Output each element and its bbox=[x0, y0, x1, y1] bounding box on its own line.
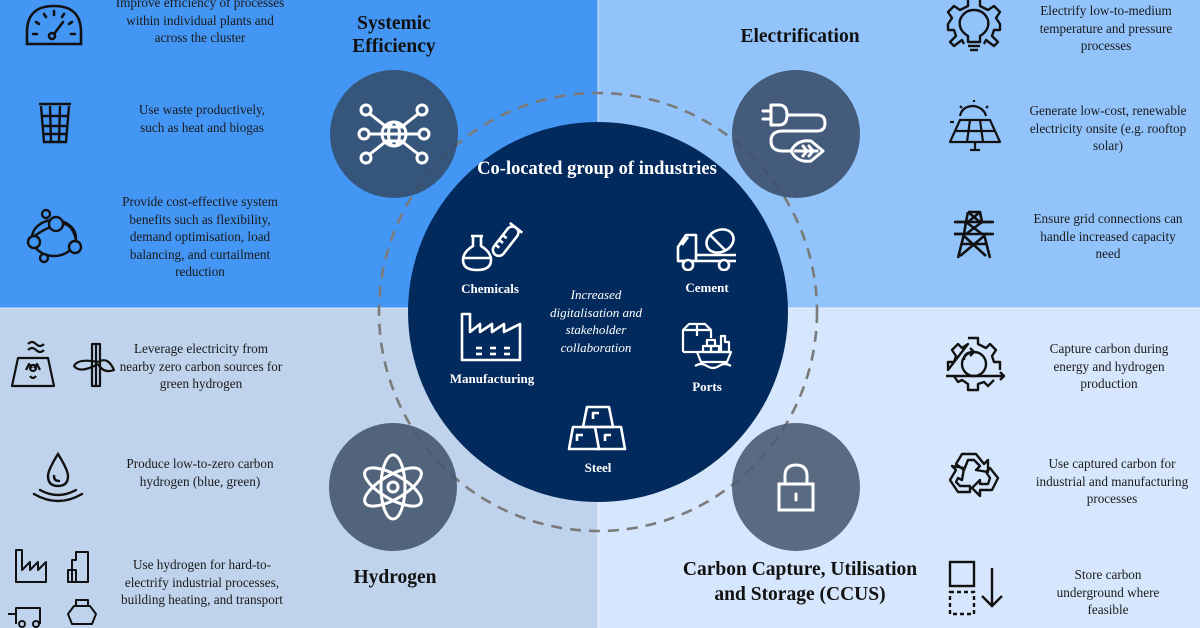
padlock-icon bbox=[777, 463, 815, 512]
plug-leaf-icon bbox=[761, 103, 827, 163]
industry-label: Manufacturing bbox=[449, 371, 535, 386]
atom-icon bbox=[363, 453, 423, 521]
ccus-item-2-text: Use captured carbon for industrial and m… bbox=[1035, 456, 1189, 506]
cargo-ship-icon bbox=[681, 322, 733, 370]
industry-transport-icon bbox=[8, 549, 97, 628]
industry-ports: Ports bbox=[672, 322, 742, 395]
industry-label: Chemicals bbox=[461, 281, 519, 296]
hydrogen-circle bbox=[329, 423, 457, 551]
systemic-item-1-text: Improve efficiency of processes within i… bbox=[115, 0, 285, 45]
recycle-icon bbox=[948, 452, 1000, 498]
systemic-efficiency-circle bbox=[330, 70, 458, 198]
electrification-item-3-text: Ensure grid connections can handle incre… bbox=[1033, 211, 1183, 261]
ccus-item-1-text: Capture carbon during energy and hydroge… bbox=[1049, 341, 1169, 391]
electrification-item-1-text: Electrify low-to-medium temperature and … bbox=[1039, 3, 1173, 53]
solar-panel-icon bbox=[948, 100, 1002, 152]
nuclear-wind-icon bbox=[10, 340, 116, 388]
network-globe-icon bbox=[357, 103, 431, 165]
hydrogen-item-3-text: Use hydrogen for hard-to-electrify indus… bbox=[121, 557, 283, 607]
steel-ingots-icon bbox=[567, 405, 627, 451]
pylon-icon bbox=[954, 210, 994, 259]
ccus-item-3-text: Store carbon underground where feasible bbox=[1056, 567, 1160, 617]
ccus-title: Carbon Capture, Utilisation and Storage … bbox=[682, 559, 918, 605]
electrification-circle bbox=[732, 70, 860, 198]
chemistry-flask-icon bbox=[461, 221, 524, 272]
industry-chemicals: Chemicals bbox=[450, 221, 530, 297]
hub-title: Co-located group of industries bbox=[477, 159, 717, 179]
gear-cycle-icon bbox=[946, 336, 1006, 392]
hydrogen-item-1-text: Leverage electricity from nearby zero ca… bbox=[119, 341, 283, 391]
gear-bulb-icon bbox=[946, 0, 1002, 52]
factory-icon bbox=[460, 312, 522, 362]
hydrogen-title: Hydrogen bbox=[353, 567, 437, 588]
system-orbit-icon bbox=[26, 208, 83, 264]
waste-bin-icon bbox=[39, 102, 71, 144]
industry-steel: Steel bbox=[560, 405, 636, 476]
electrification-item-2-text: Generate low-cost, renewable electricity… bbox=[1029, 103, 1187, 153]
industry-label: Cement bbox=[685, 280, 729, 295]
electrification-title: Electrification bbox=[740, 26, 860, 47]
systemic-efficiency-title: Systemic Efficiency bbox=[352, 13, 436, 57]
industry-label: Steel bbox=[584, 460, 612, 475]
systemic-item-2-text: Use waste productively, such as heat and… bbox=[138, 102, 266, 135]
hub-circle bbox=[408, 122, 788, 502]
store-down-icon bbox=[948, 560, 1003, 616]
industry-manufacturing: Manufacturing bbox=[440, 312, 544, 387]
hydrogen-item-2-text: Produce low-to-zero carbon hydrogen (blu… bbox=[126, 456, 274, 489]
ccus-circle bbox=[732, 423, 860, 551]
speedometer-icon bbox=[25, 4, 83, 46]
cement-mixer-truck-icon bbox=[676, 228, 736, 272]
systemic-item-3-text: Provide cost-effective system benefits s… bbox=[122, 194, 278, 279]
hub-subtitle: Increased digitalisation and stakeholder… bbox=[549, 287, 643, 355]
dashed-ring bbox=[377, 91, 819, 533]
industry-label: Ports bbox=[692, 379, 722, 394]
industry-cement: Cement bbox=[672, 225, 742, 296]
water-drop-icon bbox=[32, 451, 84, 503]
